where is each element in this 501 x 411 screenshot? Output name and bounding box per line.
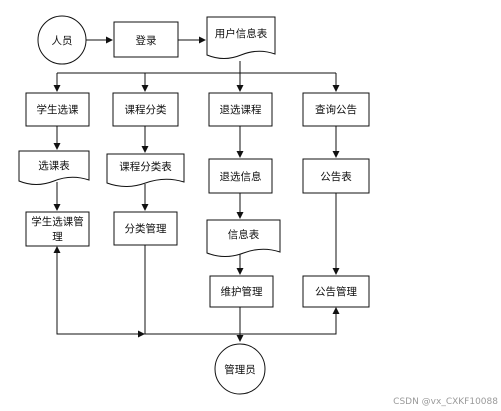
- node-drop-course: 退选课程: [208, 92, 273, 127]
- node-admin-label: 管理员: [224, 363, 256, 376]
- node-user-info-table-label: 用户信息表: [215, 27, 268, 40]
- node-student-select-manage-label-line2: 理: [52, 231, 63, 243]
- node-student-select-manage: 学生选课管 理: [25, 211, 90, 247]
- node-login: 登录: [113, 21, 179, 58]
- node-category-table-label: 课程分类表: [119, 160, 172, 173]
- node-login-label: 登录: [136, 34, 157, 47]
- node-drop-info-label: 退选信息: [220, 170, 262, 183]
- node-category-manage-label: 分类管理: [125, 222, 167, 235]
- node-admin: 管理员: [214, 343, 266, 395]
- watermark: CSDN @vx_CXKF10088: [393, 397, 498, 407]
- node-category-manage: 分类管理: [113, 211, 178, 246]
- node-student-select-manage-label: 学生选课管: [31, 215, 84, 228]
- node-select-table: 选课表: [18, 150, 90, 185]
- node-info-table-label: 信息表: [228, 228, 260, 241]
- node-notice-table: 公告表: [302, 158, 370, 194]
- connectors: [56, 39, 337, 338]
- node-student-select-label: 学生选课: [37, 103, 79, 116]
- node-drop-info: 退选信息: [208, 158, 273, 194]
- node-query-notice-label: 查询公告: [315, 103, 357, 116]
- node-category-table: 课程分类表: [106, 153, 185, 187]
- node-person: 人员: [37, 15, 87, 65]
- node-person-label: 人员: [52, 35, 73, 47]
- node-query-notice: 查询公告: [302, 92, 370, 127]
- node-student-select: 学生选课: [25, 92, 90, 127]
- arrowheads: [53, 36, 340, 342]
- node-notice-manage: 公告管理: [302, 275, 370, 308]
- node-user-info-table: 用户信息表: [206, 16, 276, 59]
- node-course-category: 课程分类: [112, 92, 179, 127]
- node-info-table: 信息表: [206, 219, 281, 257]
- node-select-table-label: 选课表: [38, 159, 70, 172]
- node-maintain-manage: 维护管理: [209, 275, 274, 308]
- node-notice-manage-label: 公告管理: [315, 285, 357, 298]
- node-drop-course-label: 退选课程: [220, 103, 262, 116]
- node-maintain-manage-label: 维护管理: [221, 285, 263, 298]
- node-course-category-label: 课程分类: [125, 103, 167, 116]
- node-notice-table-label: 公告表: [320, 170, 352, 183]
